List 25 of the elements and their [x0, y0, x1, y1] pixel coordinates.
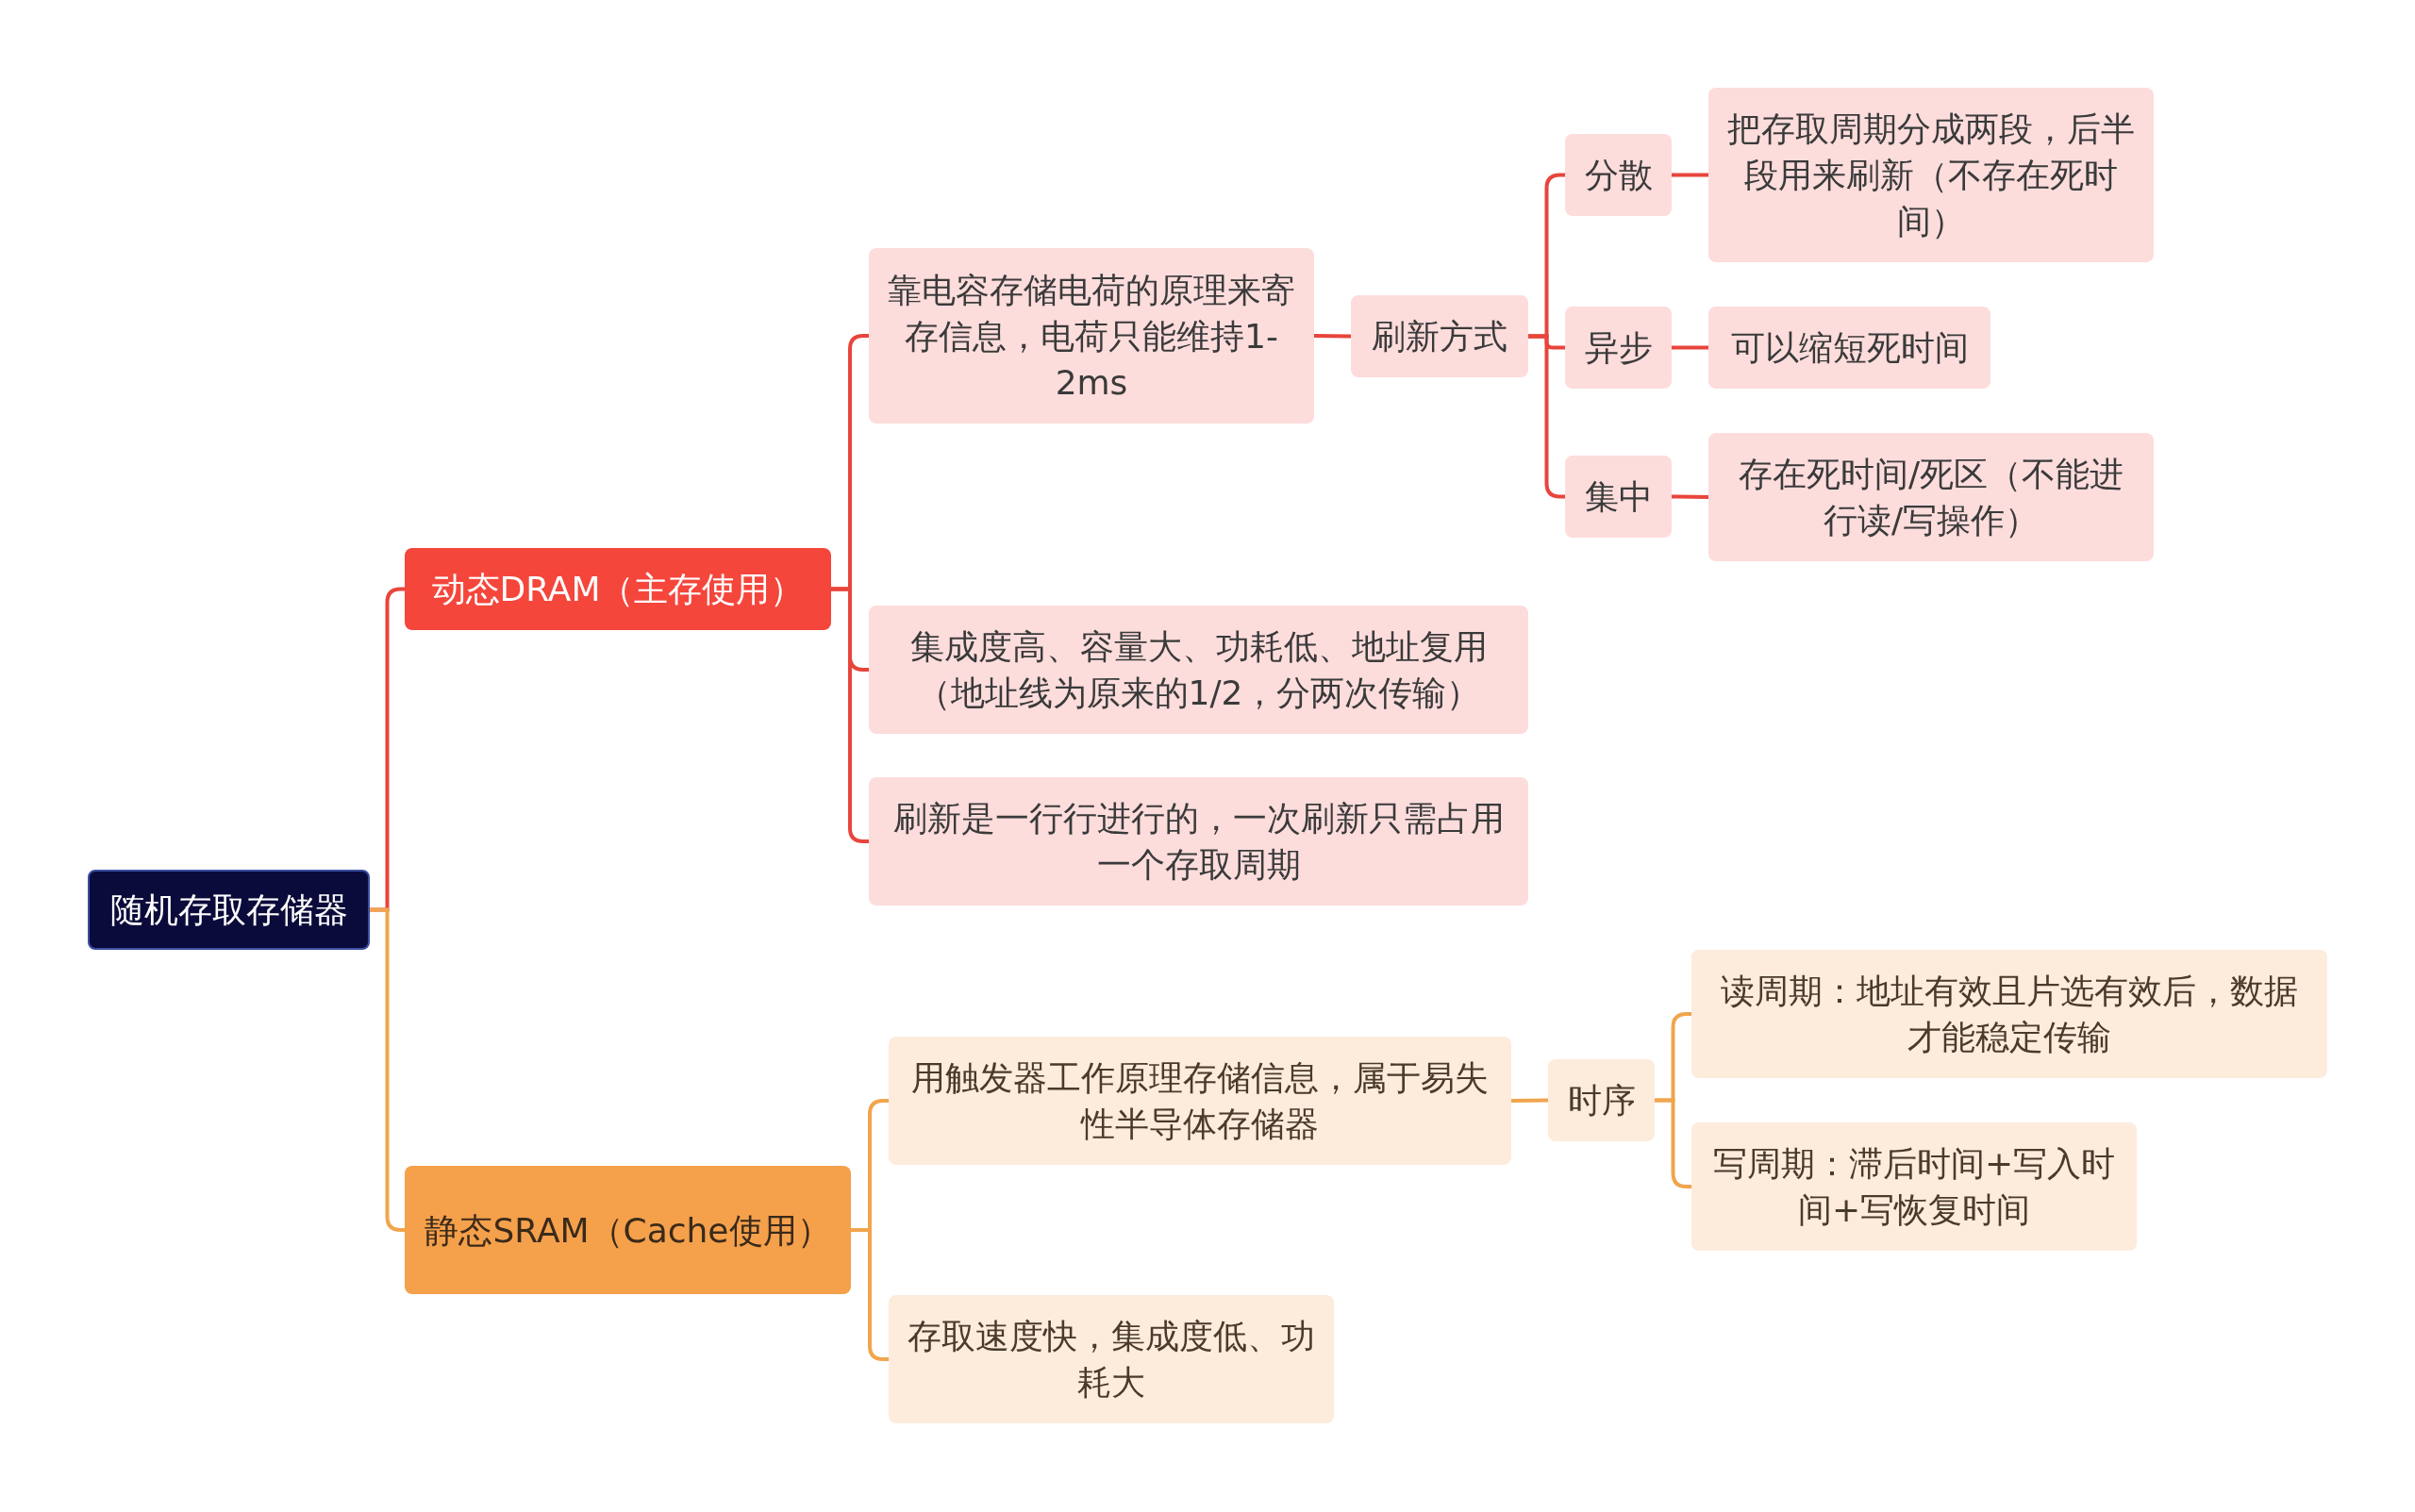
subtopic-box: 集中: [1565, 456, 1672, 538]
connector-line: [1672, 173, 1708, 177]
connector-line: [1510, 1098, 1549, 1103]
connector-line: [831, 587, 869, 843]
subtopic-box: 刷新方式: [1351, 295, 1528, 377]
subtopic-box: 写周期：滞后时间+写入时间+写恢复时间: [1691, 1122, 2137, 1251]
connector-line: [370, 907, 405, 1232]
subtopic-box: 分散: [1565, 134, 1672, 216]
subtopic-box: 存取速度快，集成度低、功耗大: [889, 1295, 1334, 1423]
subtopic-box: 刷新是一行行进行的，一次刷新只需占用一个存取周期: [869, 777, 1528, 906]
topic-box: 静态SRAM（Cache使用）: [405, 1166, 851, 1294]
subtopic-box: 靠电容存储电荷的原理来寄存信息，电荷只能维持1-2ms: [869, 248, 1314, 424]
subtopic-box: 用触发器工作原理存储信息，属于易失性半导体存储器: [889, 1037, 1511, 1165]
connector-line: [1672, 345, 1708, 350]
subtopic-box: 把存取周期分成两段，后半段用来刷新（不存在死时间）: [1708, 88, 2154, 262]
subtopic-box: 异步: [1565, 307, 1672, 389]
subtopic-box: 读周期：地址有效且片选有效后，数据才能稳定传输: [1691, 950, 2327, 1078]
subtopic-box: 集成度高、容量大、功耗低、地址复用（地址线为原来的1/2，分两次传输）: [869, 606, 1528, 734]
connector-line: [1671, 494, 1709, 499]
subtopic-box: 存在死时间/死区（不能进行读/写操作）: [1708, 433, 2154, 561]
subtopic-box: 时序: [1548, 1059, 1655, 1141]
subtopic-box: 可以缩短死时间: [1708, 307, 1990, 389]
connector-line: [1313, 334, 1352, 339]
topic-box: 动态DRAM（主存使用）: [405, 548, 831, 630]
root-topic-box: 随机存取存储器: [88, 870, 370, 950]
